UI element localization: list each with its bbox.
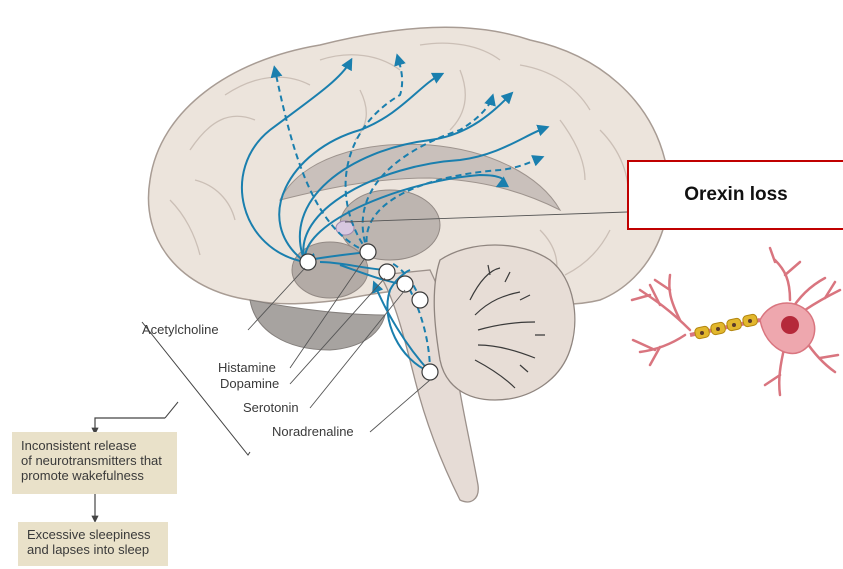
flow-step2-line1: Excessive sleepiness	[27, 527, 159, 542]
nucleus-dopamine	[379, 264, 395, 280]
temporal-lobe	[250, 300, 385, 350]
label-histamine: Histamine	[218, 360, 276, 375]
neuron-illustration	[632, 248, 840, 395]
label-serotonin: Serotonin	[243, 400, 299, 415]
flow-step2-line2: and lapses into sleep	[27, 542, 159, 557]
cerebellum	[434, 245, 575, 400]
nucleus-noradrenaline	[422, 364, 438, 380]
flow-step1-line3: promote wakefulness	[21, 468, 168, 483]
nucleus-acetylcholine	[300, 254, 316, 270]
flow-step-inconsistent-release: Inconsistent release of neurotransmitter…	[12, 432, 177, 494]
flow-step1-line1: Inconsistent release	[21, 438, 168, 453]
orexin-loss-callout: Orexin loss	[627, 160, 843, 230]
flow-step-excessive-sleepiness: Excessive sleepiness and lapses into sle…	[18, 522, 168, 566]
nucleus-serotonin-b	[412, 292, 428, 308]
label-dopamine: Dopamine	[220, 376, 279, 391]
nucleus-histamine	[360, 244, 376, 260]
label-acetylcholine: Acetylcholine	[142, 322, 219, 337]
label-noradrenaline: Noradrenaline	[272, 424, 354, 439]
flow-step1-line2: of neurotransmitters that	[21, 453, 168, 468]
nucleus-serotonin-a	[397, 276, 413, 292]
orexin-loss-label: Orexin loss	[684, 184, 788, 206]
